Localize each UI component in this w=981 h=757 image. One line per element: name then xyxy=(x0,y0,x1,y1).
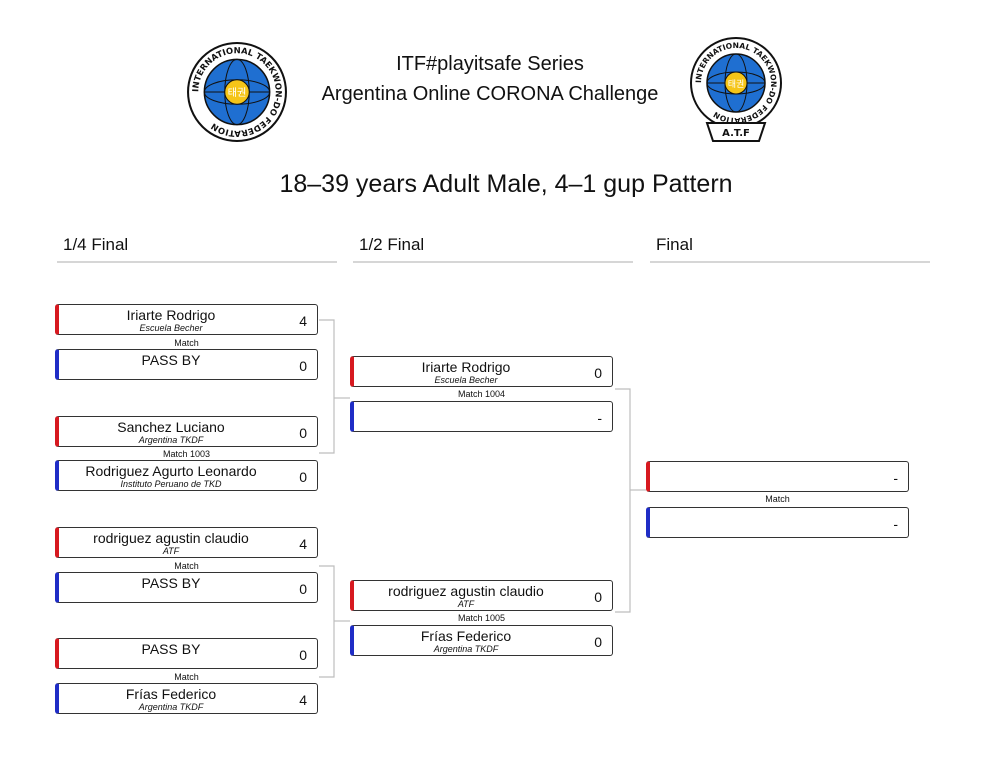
sf1-red-slot[interactable]: Iriarte Rodrigo Escuela Becher 0 xyxy=(350,356,613,387)
qf2-red-slot[interactable]: Sanchez Luciano Argentina TKDF 0 xyxy=(55,416,318,447)
event-name-title: Argentina Online CORONA Challenge xyxy=(321,83,659,105)
competitor-score: 4 xyxy=(299,692,307,708)
competitor-name: rodriguez agustin claudio xyxy=(388,583,544,599)
competitor-score: - xyxy=(597,410,602,426)
competitor-name: rodriguez agustin claudio xyxy=(93,530,249,546)
logo-left-glyphs: 태권 xyxy=(228,87,247,99)
competitor-name: Iriarte Rodrigo xyxy=(421,359,511,375)
division-title: 18–39 years Adult Male, 4–1 gup Pattern xyxy=(279,170,733,198)
logo-right-glyphs: 태권 xyxy=(728,78,745,90)
competitor-score: 0 xyxy=(299,469,307,485)
itf-logo-left: 태권 INTERNATIONAL TAEKWON-DO FEDERATION xyxy=(187,42,287,142)
competitor-club: ATF xyxy=(457,599,475,609)
round-header-final: Final xyxy=(650,235,930,263)
connector-sf-pair xyxy=(615,388,631,613)
competitor-name: Iriarte Rodrigo xyxy=(126,307,216,323)
final-blue-slot[interactable]: - xyxy=(646,507,909,538)
qf2-blue-slot[interactable]: Rodriguez Agurto Leonardo Instituto Peru… xyxy=(55,460,318,491)
qf3-match-label: Match xyxy=(174,561,199,571)
logo-right-banner: A.T.F xyxy=(722,128,750,139)
qf1-blue-slot[interactable]: PASS BY 0 xyxy=(55,349,318,380)
final-match-label: Match xyxy=(765,494,790,504)
sf1-blue-slot[interactable]: - xyxy=(350,401,613,432)
event-series-title: ITF#playitsafe Series xyxy=(396,53,584,75)
competitor-score: 0 xyxy=(299,358,307,374)
qf4-blue-slot[interactable]: Frías Federico Argentina TKDF 4 xyxy=(55,683,318,714)
sf1-match-label: Match 1004 xyxy=(457,389,506,399)
competitor-name: PASS BY xyxy=(141,641,201,657)
qf1-match-label: Match xyxy=(174,338,199,348)
competitor-club: Escuela Becher xyxy=(139,323,203,333)
connector-qf-pair-1 xyxy=(319,319,335,454)
final-red-slot[interactable]: - xyxy=(646,461,909,492)
connector-qf-pair-2 xyxy=(319,565,335,678)
competitor-club: Argentina TKDF xyxy=(433,644,499,654)
competitor-score: 0 xyxy=(299,647,307,663)
competitor-score: 4 xyxy=(299,313,307,329)
competitor-score: 0 xyxy=(594,589,602,605)
competitor-name: Frías Federico xyxy=(420,628,512,644)
sf2-match-label: Match 1005 xyxy=(457,613,506,623)
competitor-name: Sanchez Luciano xyxy=(117,419,225,435)
competitor-club: ATF xyxy=(162,546,180,556)
round-header-quarterfinal: 1/4 Final xyxy=(57,235,337,263)
competitor-score: 0 xyxy=(594,634,602,650)
competitor-club: Argentina TKDF xyxy=(138,435,204,445)
qf2-match-label: Match 1003 xyxy=(162,449,211,459)
competitor-name: PASS BY xyxy=(141,575,201,591)
competitor-score: 0 xyxy=(299,425,307,441)
competitor-score: 0 xyxy=(299,581,307,597)
round-header-semifinal: 1/2 Final xyxy=(353,235,633,263)
competitor-score: - xyxy=(893,516,898,532)
competitor-club: Instituto Peruano de TKD xyxy=(120,479,222,489)
competitor-name: Frías Federico xyxy=(125,686,217,702)
competitor-name: Rodriguez Agurto Leonardo xyxy=(85,463,257,479)
competitor-score: 0 xyxy=(594,365,602,381)
competitor-club: Argentina TKDF xyxy=(138,702,204,712)
sf2-blue-slot[interactable]: Frías Federico Argentina TKDF 0 xyxy=(350,625,613,656)
qf3-red-slot[interactable]: rodriguez agustin claudio ATF 4 xyxy=(55,527,318,558)
competitor-score: 4 xyxy=(299,536,307,552)
qf3-blue-slot[interactable]: PASS BY 0 xyxy=(55,572,318,603)
competitor-name: PASS BY xyxy=(141,352,201,368)
qf4-match-label: Match xyxy=(174,672,199,682)
qf4-red-slot[interactable]: PASS BY 0 xyxy=(55,638,318,669)
competitor-club: Escuela Becher xyxy=(434,375,498,385)
competitor-score: - xyxy=(893,470,898,486)
sf2-red-slot[interactable]: rodriguez agustin claudio ATF 0 xyxy=(350,580,613,611)
atf-logo-right: 태권 INTERNATIONAL TAEKWON-DO FEDERATION A… xyxy=(690,37,782,142)
qf1-red-slot[interactable]: Iriarte Rodrigo Escuela Becher 4 xyxy=(55,304,318,335)
